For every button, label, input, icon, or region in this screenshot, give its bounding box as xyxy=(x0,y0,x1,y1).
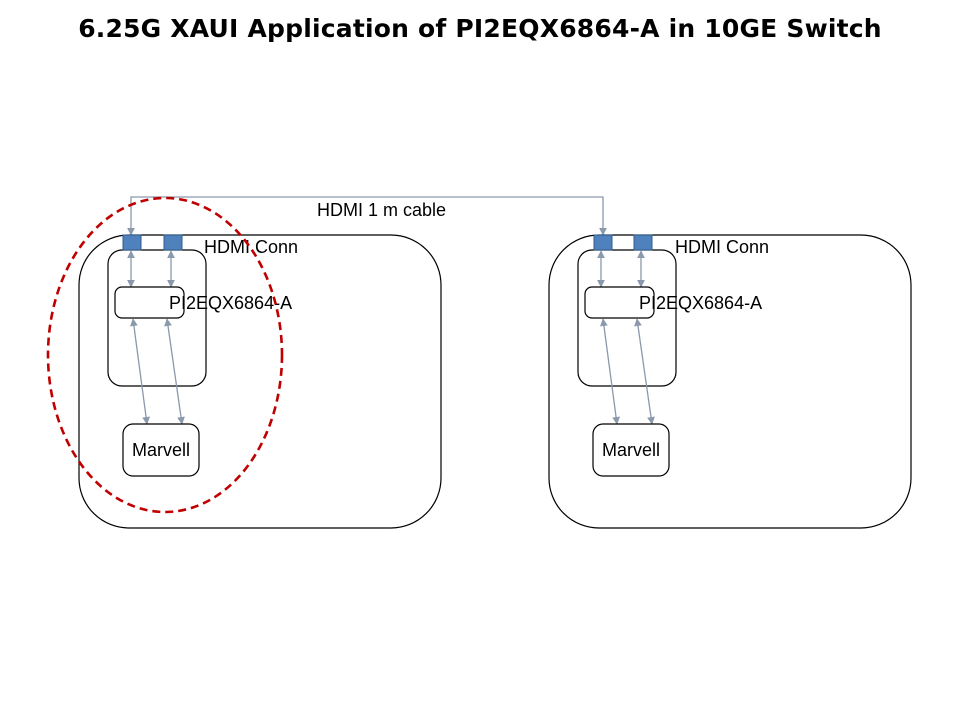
redriver-chip-label: PI2EQX6864-A xyxy=(639,293,762,313)
hdmi-connector-pin xyxy=(163,234,183,251)
signal-arrow xyxy=(600,318,620,425)
cable-label: HDMI 1 m cable xyxy=(317,200,446,220)
signal-arrow xyxy=(164,318,185,425)
hdmi-connector-pin xyxy=(593,234,613,251)
marvell-phy-label: Marvell xyxy=(132,440,190,460)
hdmi-connector-label: HDMI Conn xyxy=(204,237,298,257)
redriver-module-outline xyxy=(107,249,207,387)
hdmi-connector-label: HDMI Conn xyxy=(675,237,769,257)
hdmi-cable: HDMI 1 m cable xyxy=(127,196,607,236)
board-outline xyxy=(548,234,912,529)
signal-arrow xyxy=(130,318,150,425)
switch-board-left: HDMI Conn PI2EQX6864-A Marvell xyxy=(78,234,442,529)
redriver-module-outline xyxy=(577,249,677,387)
switch-board-right: HDMI Conn PI2EQX6864-A Marvell xyxy=(548,234,912,529)
marvell-phy xyxy=(122,423,200,477)
redriver-chip-label: PI2EQX6864-A xyxy=(169,293,292,313)
board-outline xyxy=(78,234,442,529)
marvell-phy xyxy=(592,423,670,477)
marvell-phy-label: Marvell xyxy=(602,440,660,460)
signal-arrow xyxy=(634,318,655,425)
redriver-chip xyxy=(114,286,185,319)
page-title: 6.25G XAUI Application of PI2EQX6864-A i… xyxy=(78,14,882,43)
redriver-chip xyxy=(584,286,655,319)
hdmi-connector-pin xyxy=(633,234,653,251)
highlight-ellipse xyxy=(46,196,284,514)
hdmi-cable-line xyxy=(127,196,607,236)
hdmi-connector-pin xyxy=(122,234,142,251)
